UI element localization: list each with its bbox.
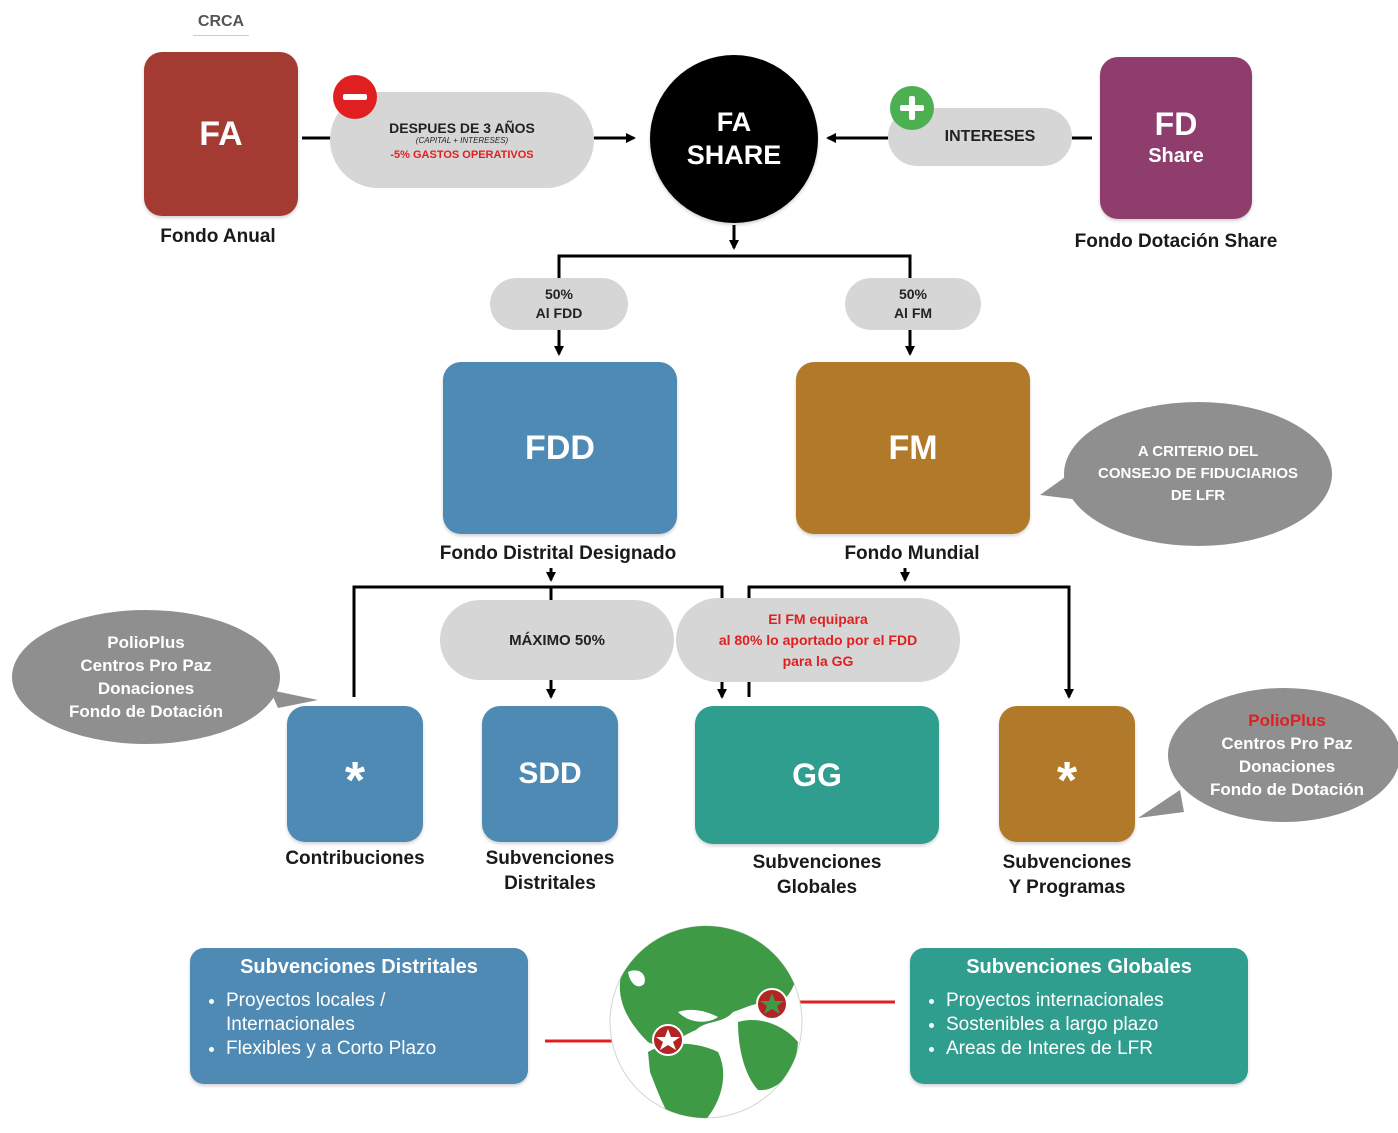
district-grants-info: Subvenciones Distritales Proyectos local…	[190, 948, 528, 1084]
fa-share-circle: FA SHARE	[650, 55, 818, 223]
trustees-line3: DE LFR	[1170, 487, 1226, 504]
programs-bubble-text: PolioPlus Centros Pro Paz Donaciones Fon…	[1168, 688, 1398, 822]
plus-icon	[890, 86, 934, 130]
programs-caption: Subvenciones Y Programas	[977, 850, 1157, 900]
fd-box: FD Share	[1100, 57, 1252, 219]
annual-fund-transfer-pill: DESPUES DE 3 AÑOS (CAPITAL + INTERESES) …	[330, 92, 594, 188]
fm-match-line2: al 80% lo aportado por el FDD	[718, 631, 918, 648]
split-fdd-line1: 50%	[544, 286, 574, 302]
sdd-title: SDD	[518, 757, 582, 790]
sdd-caption-line2: Distritales	[504, 873, 596, 894]
gg-caption-line1: Subvenciones	[752, 852, 882, 873]
minus-icon	[333, 75, 377, 119]
sdd-caption: Subvenciones Distritales	[460, 846, 640, 896]
globe-icon	[609, 925, 803, 1119]
gg-title: GG	[792, 756, 842, 793]
programs-bubble-line4: Fondo de Dotación	[1210, 780, 1364, 799]
gg-caption-line2: Globales	[776, 877, 858, 898]
split-fdd-line2: Al FDD	[535, 305, 583, 321]
district-grants-list: Proyectos locales / Internacionales Flex…	[208, 989, 510, 1061]
pill-line1: DESPUES DE 3 AÑOS	[389, 119, 535, 136]
fd-title: FD	[1154, 106, 1198, 142]
contributions-bubble-line4: Fondo de Dotación	[69, 702, 223, 721]
programs-box: *	[999, 706, 1135, 842]
pill-line3: -5% GASTOS OPERATIVOS	[390, 148, 534, 161]
contributions-bubble-line3: Donaciones	[97, 679, 195, 698]
interest-text: INTERESES	[944, 128, 1036, 145]
gg-caption: Subvenciones Globales	[717, 850, 917, 900]
fm-match-line1: El FM equipara	[768, 610, 868, 627]
contributions-caption: Contribuciones	[285, 848, 425, 869]
split-fm-pill: 50% Al FM	[845, 278, 981, 330]
programs-bubble-line1: PolioPlus	[1248, 711, 1326, 730]
programs-bubble-line2: Centros Pro Paz	[1221, 734, 1353, 753]
trustees-bubble-text: A CRITERIO DEL CONSEJO DE FIDUCIARIOS DE…	[1064, 402, 1332, 546]
global-grants-item: Proyectos internacionales	[946, 989, 1230, 1013]
fd-subtitle: Share	[1148, 145, 1204, 167]
trustees-line1: A CRITERIO DEL	[1137, 443, 1259, 460]
split-fm-line2: Al FM	[893, 305, 933, 321]
fd-caption: Fondo Dotación Share	[1074, 231, 1278, 252]
gg-box: GG	[695, 706, 939, 844]
fm-caption: Fondo Mundial	[844, 543, 980, 564]
star-marker-icon	[756, 988, 788, 1020]
pill-line2: (CAPITAL + INTERESES)	[415, 135, 509, 145]
sdd-caption-line1: Subvenciones	[485, 848, 615, 869]
fdd-box: FDD	[443, 362, 677, 534]
sdd-box: SDD	[482, 706, 618, 842]
trustees-bubble	[1064, 402, 1332, 546]
fa-share-line2: SHARE	[686, 140, 782, 170]
fdd-title: FDD	[525, 428, 595, 467]
programs-caption-line2: Y Programas	[1008, 877, 1126, 898]
star-marker-icon	[652, 1024, 684, 1056]
contributions-bubble-line2: Centros Pro Paz	[80, 656, 212, 675]
maximo-text: MÁXIMO 50%	[509, 631, 605, 649]
fm-title: FM	[888, 428, 938, 467]
programs-symbol: *	[1056, 752, 1078, 810]
global-grants-item: Areas de Interes de LFR	[946, 1037, 1230, 1061]
district-grants-title: Subvenciones Distritales	[240, 956, 478, 978]
fa-caption: Fondo Anual	[160, 226, 276, 247]
trustees-line2: CONSEJO DE FIDUCIARIOS	[1097, 465, 1299, 482]
global-grants-item: Sostenibles a largo plazo	[946, 1013, 1230, 1037]
split-fdd-pill: 50% Al FDD	[490, 278, 628, 330]
contributions-symbol: *	[344, 752, 366, 810]
district-grants-item: Flexibles y a Corto Plazo	[226, 1037, 510, 1061]
crca-label: CRCA	[193, 13, 249, 36]
fa-box: FA	[144, 52, 298, 216]
fa-share-line1: FA	[716, 107, 752, 137]
programs-caption-line1: Subvenciones	[1002, 852, 1132, 873]
split-fm-line1: 50%	[898, 286, 928, 302]
global-grants-title: Subvenciones Globales	[966, 956, 1192, 978]
fa-title: FA	[199, 114, 243, 153]
fm-box: FM	[796, 362, 1030, 534]
programs-bubble-line3: Donaciones	[1238, 757, 1336, 776]
fm-match-line3: para la GG	[782, 652, 854, 669]
global-grants-list: Proyectos internacionales Sostenibles a …	[928, 989, 1230, 1061]
maximo-pill: MÁXIMO 50%	[440, 600, 674, 680]
contributions-bubble-line1: PolioPlus	[107, 633, 185, 652]
fm-match-pill: El FM equipara al 80% lo aportado por el…	[676, 598, 960, 682]
contributions-box: *	[287, 706, 423, 842]
global-grants-info: Subvenciones Globales Proyectos internac…	[910, 948, 1248, 1084]
fdd-caption: Fondo Distrital Designado	[439, 543, 677, 564]
contributions-bubble	[12, 610, 280, 744]
contributions-bubble-text: PolioPlus Centros Pro Paz Donaciones Fon…	[12, 610, 280, 744]
district-grants-item: Proyectos locales / Internacionales	[226, 989, 510, 1037]
programs-bubble	[1168, 688, 1398, 822]
